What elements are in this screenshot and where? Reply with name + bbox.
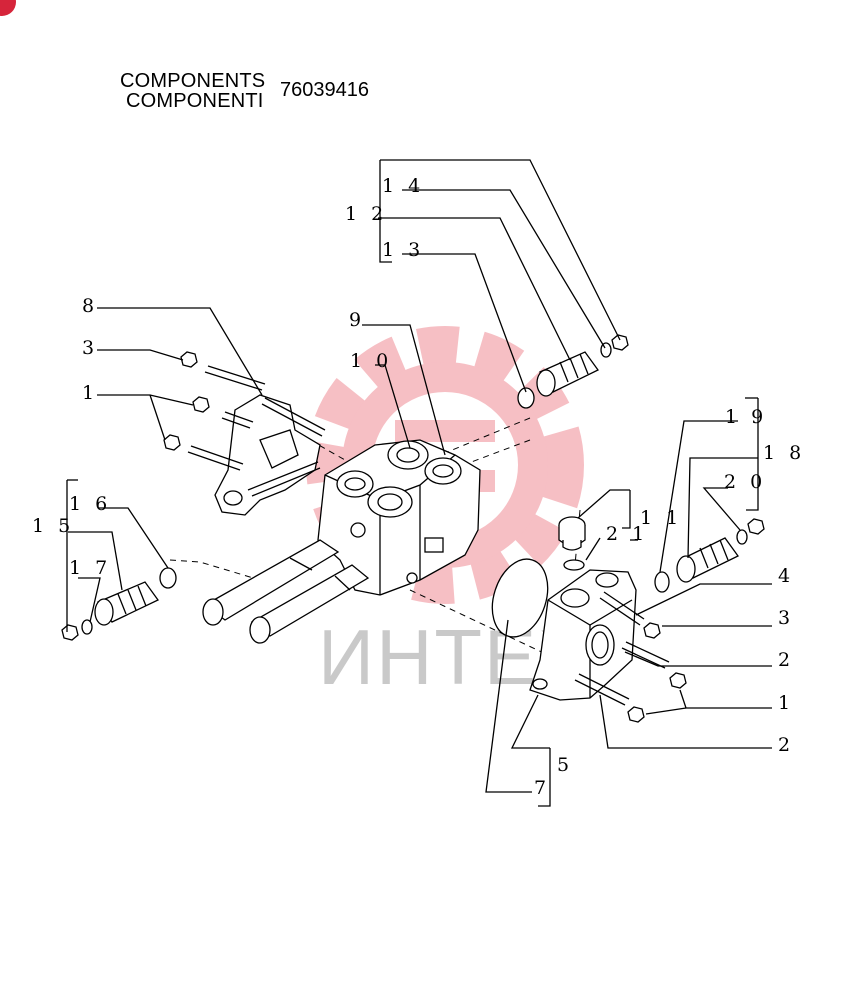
part-number: 76039416	[280, 79, 369, 101]
plug	[558, 516, 586, 571]
control-spools	[202, 539, 370, 644]
callout-13: 1 3	[382, 239, 424, 261]
callout-labels: 8 3 1 9 1 0 1 2 1 4 1 3 1 5 1 6 1 7 1 9 …	[32, 175, 805, 799]
callout-3-right: 3	[778, 607, 794, 629]
callout-21: 2 1	[606, 523, 648, 545]
callout-11: 1 1	[640, 507, 682, 529]
large-o-ring	[491, 558, 549, 638]
callout-18: 1 8	[763, 442, 805, 464]
callout-14: 1 4	[382, 175, 424, 197]
cover-plate	[187, 365, 326, 516]
callout-16: 1 6	[69, 493, 111, 515]
leader-lines	[66, 159, 772, 807]
callout-7: 7	[534, 777, 550, 799]
callout-15: 1 5	[32, 515, 74, 537]
valve-body	[317, 439, 481, 596]
callout-1-right: 1	[778, 692, 794, 714]
callout-2-lower: 2	[778, 734, 794, 756]
relief-valve-right	[654, 518, 765, 593]
title-italian: COMPONENTI	[126, 90, 264, 112]
callout-1-left: 1	[82, 382, 98, 404]
callout-12: 1 2	[345, 203, 387, 225]
callout-3-left: 3	[82, 337, 98, 359]
title-english: COMPONENTS	[120, 70, 266, 92]
callout-4: 4	[778, 565, 794, 587]
callout-19: 1 9	[725, 406, 767, 428]
left-stud-nuts	[163, 351, 210, 451]
callout-10: 1 0	[350, 350, 392, 372]
callout-9: 9	[349, 309, 365, 331]
callout-5: 5	[557, 754, 573, 776]
end-section	[529, 569, 687, 723]
callout-8: 8	[82, 295, 98, 317]
callout-20: 2 0	[724, 471, 766, 493]
callout-17: 1 7	[69, 557, 111, 579]
relief-valve-upper	[517, 334, 629, 409]
callout-2-upper: 2	[778, 649, 794, 671]
relief-valve-left	[61, 567, 177, 641]
